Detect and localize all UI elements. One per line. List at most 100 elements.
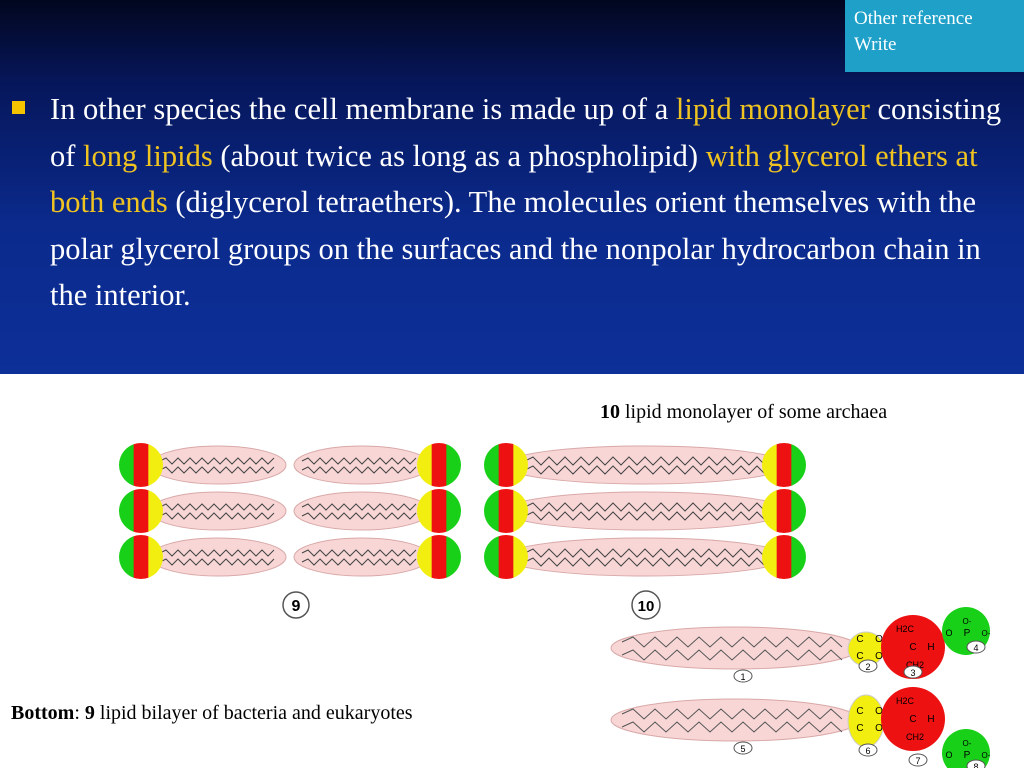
hydrocarbon-chain xyxy=(301,558,417,566)
part-number-ring xyxy=(733,669,753,683)
polar-head xyxy=(417,443,461,487)
head-band xyxy=(498,535,514,579)
atom-label: O xyxy=(875,634,883,645)
head-band xyxy=(776,443,792,487)
head-band xyxy=(513,489,528,533)
head-band xyxy=(484,535,500,579)
body-text: In other species the cell membrane is ma… xyxy=(50,92,676,126)
atom-label: CH2 xyxy=(906,732,924,742)
chain-ellipse xyxy=(149,491,287,531)
chain-ellipse xyxy=(149,445,287,485)
hydrocarbon-chain xyxy=(301,466,417,474)
polar-head xyxy=(484,535,528,579)
head-band xyxy=(133,443,149,487)
chain-ellipse xyxy=(610,626,860,670)
highlighted-text: lipid monolayer xyxy=(675,92,870,126)
head-band xyxy=(776,489,792,533)
caption-top-number: 10 xyxy=(600,401,620,423)
head-band xyxy=(431,489,447,533)
body-text: consisting of xyxy=(50,92,1002,173)
atom-label: P xyxy=(964,750,971,761)
head-band xyxy=(119,489,135,533)
head-band xyxy=(446,443,461,487)
atom-label: O xyxy=(875,723,883,734)
part-number-4: 4 xyxy=(973,643,978,653)
bullet-square-icon xyxy=(12,101,25,114)
glycerol-group xyxy=(881,615,945,679)
hydrocarbon-chain xyxy=(301,512,417,520)
hydrocarbon-chain xyxy=(159,549,275,557)
part-number-ring xyxy=(903,665,923,679)
chain-ellipse xyxy=(149,537,287,577)
head-band xyxy=(762,443,778,487)
hydrocarbon-chain xyxy=(159,466,275,474)
caption-bottom: Bottom: 9 lipid bilayer of bacteria and … xyxy=(11,702,413,725)
highlighted-text: with glycerol ethers at both ends xyxy=(50,138,978,220)
figure-number-10: 10 xyxy=(638,598,655,615)
hydrocarbon-chain xyxy=(159,512,275,520)
hydrocarbon-chain xyxy=(524,557,766,567)
caption-bottom-number: 9 xyxy=(84,702,95,724)
hydrocarbon-chain xyxy=(301,503,417,511)
caption-bottom-text: lipid bilayer of bacteria and eukaryotes xyxy=(94,702,413,724)
phosphate-group xyxy=(942,729,990,768)
head-band xyxy=(791,489,806,533)
hydrocarbon-chain xyxy=(524,465,766,475)
chain-ellipse xyxy=(293,445,431,485)
chain-ellipse xyxy=(502,445,788,485)
hydrocarbon-chain xyxy=(524,548,766,558)
figure-number-circle xyxy=(282,591,310,619)
part-number-ring xyxy=(908,753,928,767)
polar-head xyxy=(119,489,163,533)
atom-label: CH2 xyxy=(906,660,924,670)
head-band xyxy=(417,443,433,487)
polar-head xyxy=(119,443,163,487)
chain-ellipse xyxy=(293,491,431,531)
head-band xyxy=(762,535,778,579)
polar-head xyxy=(762,535,806,579)
polar-head xyxy=(119,535,163,579)
head-band xyxy=(484,489,500,533)
atom-label: C xyxy=(856,634,863,645)
atom-label: C xyxy=(909,642,916,653)
head-band xyxy=(119,535,135,579)
head-band xyxy=(133,489,149,533)
head-band xyxy=(148,443,163,487)
head-band xyxy=(498,443,514,487)
chain-ellipse xyxy=(502,537,788,577)
body-text: (about twice as long as a phospholipid) xyxy=(212,138,706,173)
reference-box: Other reference Write xyxy=(845,0,1024,72)
figure-number-circle xyxy=(631,590,661,620)
hydrocarbon-chain xyxy=(524,502,766,512)
caption-bottom-sep: : xyxy=(74,702,85,724)
atom-label: O- xyxy=(982,751,991,760)
head-band xyxy=(791,443,806,487)
part-number-1: 1 xyxy=(740,672,745,682)
atom-label: C xyxy=(909,714,916,725)
head-band xyxy=(513,443,528,487)
part-number-ring xyxy=(966,759,986,768)
caption-top: 10 lipid monolayer of some archaea xyxy=(600,401,887,424)
polar-head xyxy=(484,443,528,487)
caption-bottom-label: Bottom xyxy=(11,702,75,724)
part-number-7: 7 xyxy=(915,756,920,766)
caption-top-text: lipid monolayer of some archaea xyxy=(620,401,888,423)
part-number-3: 3 xyxy=(910,668,915,678)
chain-ellipse xyxy=(293,537,431,577)
glycerol-group xyxy=(881,687,945,751)
hydrocarbon-chain xyxy=(159,503,275,511)
part-number-ring xyxy=(858,743,878,757)
head-band xyxy=(762,489,778,533)
glycerol-link xyxy=(847,694,885,748)
hydrocarbon-chain xyxy=(159,457,275,465)
head-band xyxy=(776,535,792,579)
atom-label: O- xyxy=(963,617,972,626)
hydrocarbon-chain xyxy=(621,708,843,720)
hydrocarbon-chain xyxy=(301,549,417,557)
body-text: (diglycerol tetraethers). The molecules … xyxy=(50,185,981,312)
atom-label: O xyxy=(945,628,952,638)
hydrocarbon-chain xyxy=(301,457,417,465)
hydrocarbon-chain xyxy=(621,721,843,733)
hydrocarbon-chain xyxy=(621,636,843,648)
